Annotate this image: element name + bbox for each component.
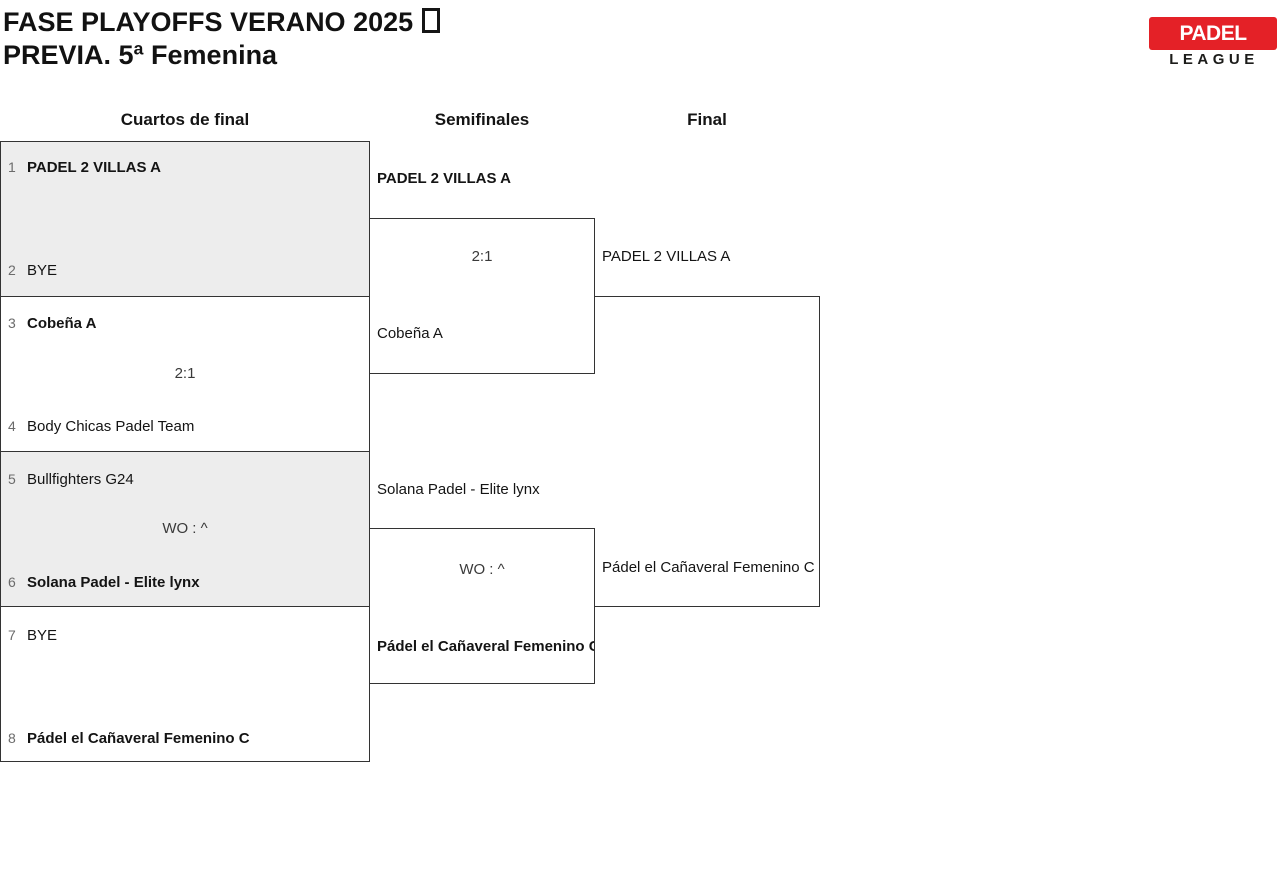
seed-number: 4 — [8, 418, 16, 434]
team-name: Body Chicas Padel Team — [27, 418, 195, 435]
seed-number: 3 — [8, 315, 16, 331]
qf1-bottom-team: 2 BYE — [8, 260, 57, 280]
logo-wordmark-padel-team: PADEL TEAM — [1149, 17, 1277, 78]
round-header-cuartos-de-final: Cuartos de final — [120, 110, 250, 129]
padel-team-league-logo[interactable]: PADEL TEAM LEAGUE — [1149, 17, 1277, 78]
qf-match-4-box — [0, 606, 370, 762]
qf3-bottom-team: 6 Solana Padel - Elite lynx — [8, 572, 200, 592]
seed-number: 7 — [8, 627, 16, 643]
final-bottom-team: Pádel el Cañaveral Femenino C — [602, 559, 815, 576]
sf1-top-team: PADEL 2 VILLAS A — [377, 170, 511, 187]
seed-number: 2 — [8, 262, 16, 278]
sf2-score: WO : ^ — [459, 561, 505, 578]
qf-match-1-box — [0, 141, 370, 297]
team-name: BYE — [27, 627, 58, 644]
seed-number: 5 — [8, 471, 16, 487]
sf2-top-team: Solana Padel - Elite lynx — [377, 481, 540, 498]
missing-glyph-box-icon — [422, 8, 441, 33]
qf-match-2-box — [0, 296, 370, 452]
team-name: PADEL 2 VILLAS A — [27, 159, 161, 176]
logo-wordmark-league: LEAGUE — [1169, 51, 1259, 68]
qf4-bottom-team: 8 Pádel el Cañaveral Femenino C — [8, 728, 250, 748]
title-line-1: FASE PLAYOFFS VERANO 2025 — [3, 6, 441, 39]
round-header-semifinales: Semifinales — [434, 110, 530, 129]
page-title: FASE PLAYOFFS VERANO 2025 PREVIA. 5ª Fem… — [3, 6, 441, 72]
team-name: BYE — [27, 262, 58, 279]
qf1-top-team: 1 PADEL 2 VILLAS A — [8, 157, 161, 177]
qf2-score: 2:1 — [174, 365, 196, 382]
team-name: Cobeña A — [27, 315, 97, 332]
team-name: Pádel el Cañaveral Femenino C — [27, 730, 250, 747]
qf2-bottom-team: 4 Body Chicas Padel Team — [8, 416, 194, 436]
sf-match-2-box — [369, 528, 595, 684]
seed-number: 8 — [8, 730, 16, 746]
seed-number: 6 — [8, 574, 16, 590]
final-top-team: PADEL 2 VILLAS A — [602, 248, 731, 265]
team-name: Bullfighters G24 — [27, 471, 134, 488]
team-name: Solana Padel - Elite lynx — [27, 574, 200, 591]
qf2-top-team: 3 Cobeña A — [8, 313, 96, 333]
round-header-final: Final — [687, 110, 727, 129]
seed-number: 1 — [8, 159, 16, 175]
sf-match-1-box — [369, 218, 595, 374]
sf2-bottom-team: Pádel el Cañaveral Femenino C — [377, 638, 594, 655]
final-match-box — [595, 296, 820, 607]
sf1-bottom-team: Cobeña A — [377, 325, 443, 342]
qf3-score: WO : ^ — [162, 520, 208, 537]
qf4-top-team: 7 BYE — [8, 625, 57, 645]
title-text-line1: FASE PLAYOFFS VERANO 2025 — [3, 7, 414, 37]
title-line-2: PREVIA. 5ª Femenina — [3, 40, 278, 70]
sf1-score: 2:1 — [471, 248, 493, 265]
qf3-top-team: 5 Bullfighters G24 — [8, 469, 134, 489]
